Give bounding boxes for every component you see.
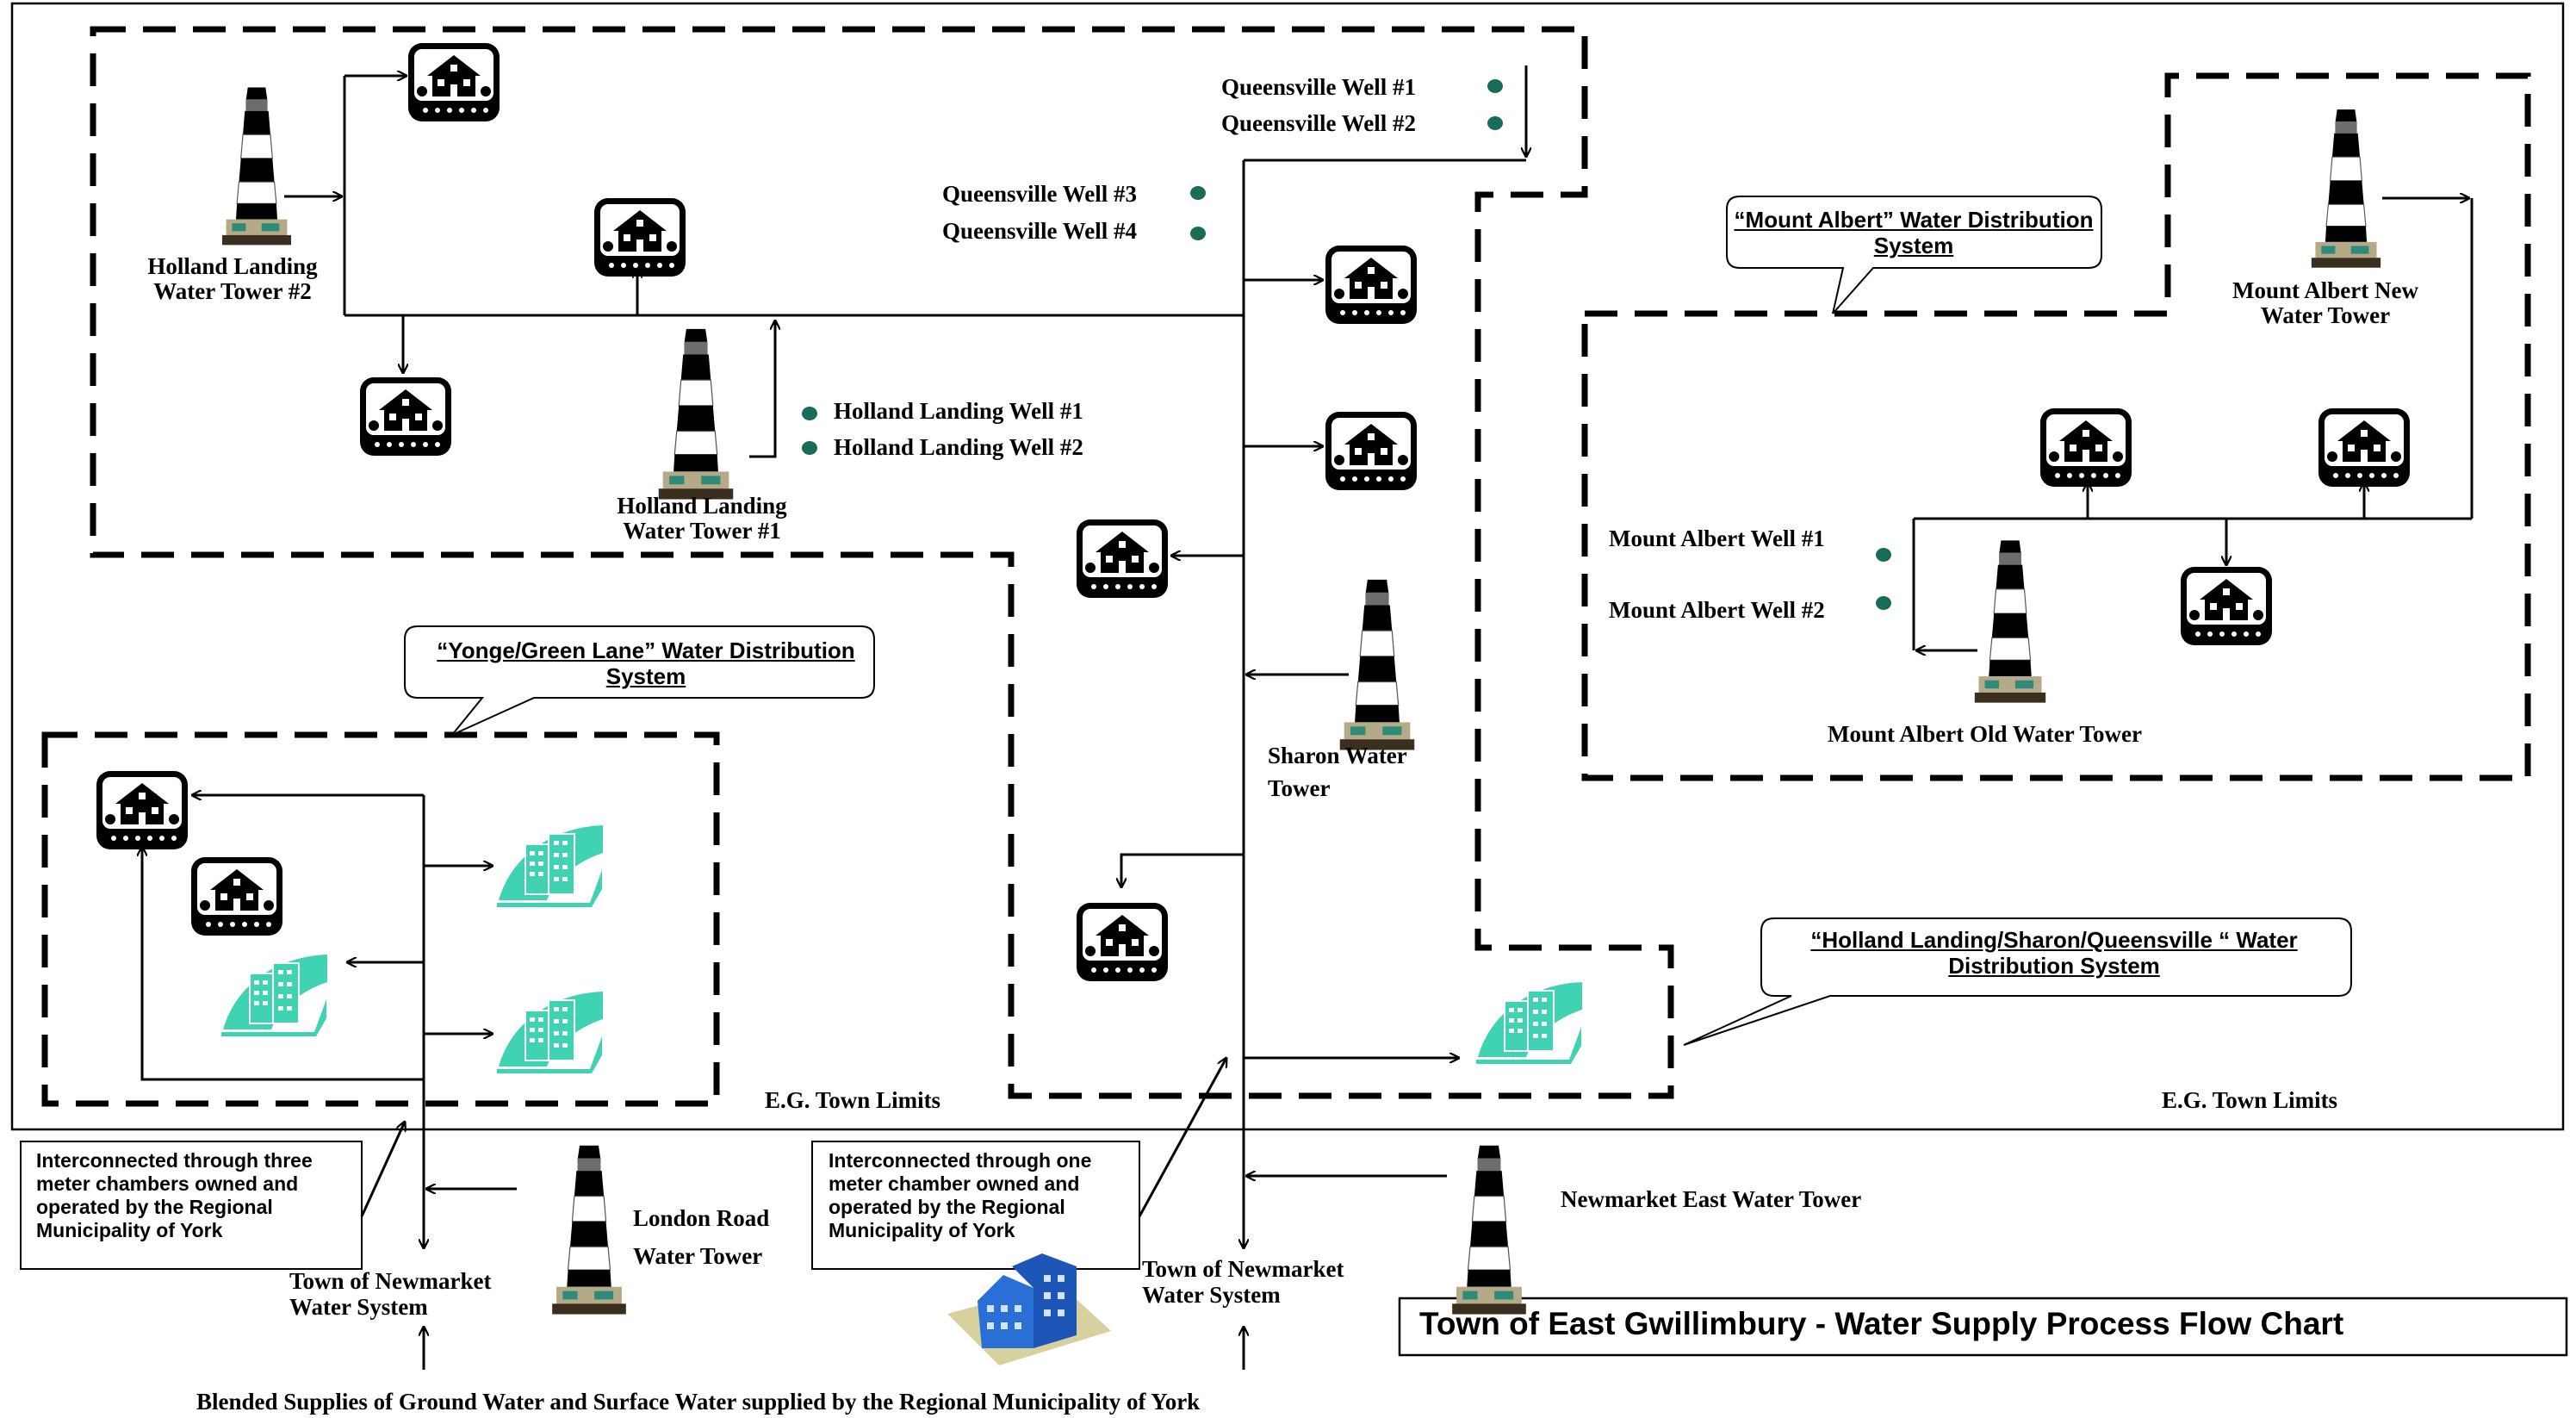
- london-road-tower-label: London Road Water Tower: [633, 1205, 770, 1269]
- well-marker-icon: [1190, 186, 1206, 200]
- yonge-green-lane-boundary: [41, 731, 720, 1107]
- house-icon: [2318, 408, 2410, 487]
- commercial-building-icon: [496, 991, 604, 1074]
- three-chambers-note: Interconnected through three meter chamb…: [36, 1149, 313, 1241]
- town-limits-frame: [10, 2, 2565, 1131]
- three-chambers-box: [20, 1141, 363, 1270]
- one-chamber-leader: [1138, 1058, 1226, 1217]
- mount-albert-new-tower-label: Mount Albert New Water Tower: [2232, 277, 2418, 328]
- water-tower-icon: [2311, 109, 2381, 269]
- holland-sharon-callout-text: “Holland Landing/Sharon/Queensville “ Wa…: [1810, 927, 2298, 979]
- commercial-building-icon: [1475, 981, 1583, 1065]
- house-icon: [1077, 903, 1168, 981]
- mount-albert-old-tower-label: Mount Albert Old Water Tower: [1828, 721, 2143, 747]
- supply-footer: Blended Supplies of Ground Water and Sur…: [196, 1389, 1201, 1415]
- holland-sharon-queensville-boundary: [90, 26, 1674, 1099]
- yonge-green-callout-text: “Yonge/Green Lane” Water Distribution Sy…: [437, 637, 855, 689]
- water-tower-icon: [222, 86, 291, 246]
- holland-tower-1-label: Holland Landing Water Tower #1: [617, 493, 787, 544]
- house-icon: [1077, 519, 1168, 598]
- queensville-well-4-label: Queensville Well #4: [942, 218, 1138, 244]
- holland-sharon-callout: [1683, 917, 2352, 1046]
- page-title: Town of East Gwillimbury - Water Supply …: [1419, 1306, 2344, 1341]
- mount-albert-callout-text: “Mount Albert” Water Distribution System: [1734, 207, 2094, 258]
- commercial-building-icon: [220, 954, 328, 1037]
- queensville-well-3-label: Queensville Well #3: [942, 181, 1138, 207]
- water-tower-icon: [1451, 1145, 1527, 1315]
- sharon-tower-label: Sharon Water Tower: [1268, 743, 1407, 801]
- house-icon: [2040, 408, 2132, 487]
- holland-well-1-label: Holland Landing Well #1: [834, 398, 1083, 424]
- house-icon: [96, 771, 188, 849]
- well-marker-icon: [1876, 548, 1891, 562]
- yonge-green-callout: [404, 625, 875, 736]
- mount-albert-callout: [1726, 196, 2102, 314]
- arrow-from-tower-1: [749, 320, 775, 458]
- house-icon: [1325, 246, 1417, 324]
- holland-tower-2-label: Holland Landing Water Tower #2: [147, 253, 318, 304]
- house-icon: [594, 198, 686, 277]
- mount-albert-well-2-label: Mount Albert Well #2: [1609, 597, 1825, 623]
- queensville-well-2-label: Queensville Well #2: [1221, 110, 1417, 136]
- arrow-to-house-yonge-1b: [142, 847, 424, 1081]
- well-marker-icon: [802, 407, 817, 420]
- newmarket-right-label: Town of Newmarket Water System: [1142, 1256, 1344, 1308]
- water-tower-icon: [1339, 579, 1415, 751]
- well-marker-icon: [1190, 227, 1206, 240]
- arrow-to-house-south: [1121, 853, 1244, 887]
- well-marker-icon: [1487, 116, 1503, 130]
- house-icon: [1325, 412, 1417, 490]
- one-chamber-box: [811, 1141, 1140, 1270]
- well-marker-icon: [1487, 79, 1503, 93]
- house-icon: [408, 43, 500, 121]
- mount-albert-well-1-label: Mount Albert Well #1: [1609, 526, 1825, 551]
- commercial-building-icon: [496, 824, 604, 908]
- newmarket-east-tower-label: Newmarket East Water Tower: [1561, 1186, 1862, 1212]
- house-icon: [191, 857, 282, 936]
- town-limits-left-label: E.G. Town Limits: [765, 1087, 941, 1113]
- well-marker-icon: [802, 441, 817, 455]
- town-limits-right-label: E.G. Town Limits: [2162, 1087, 2338, 1113]
- one-chamber-note: Interconnected through one meter chamber…: [829, 1149, 1092, 1241]
- three-chambers-leader: [360, 1122, 405, 1217]
- queensville-well-1-label: Queensville Well #1: [1221, 74, 1417, 100]
- water-tower-icon: [658, 328, 734, 501]
- water-tower-icon: [1974, 539, 2046, 704]
- regional-building-icon: [947, 1253, 1111, 1365]
- house-icon: [360, 377, 451, 456]
- house-icon: [2181, 567, 2272, 645]
- mount-albert-boundary: [1581, 72, 2531, 781]
- water-tower-icon: [551, 1145, 627, 1315]
- holland-well-2-label: Holland Landing Well #2: [834, 434, 1083, 460]
- title-box: [1398, 1297, 2568, 1357]
- newmarket-left-label: Town of Newmarket Water System: [289, 1268, 492, 1320]
- well-marker-icon: [1876, 596, 1891, 610]
